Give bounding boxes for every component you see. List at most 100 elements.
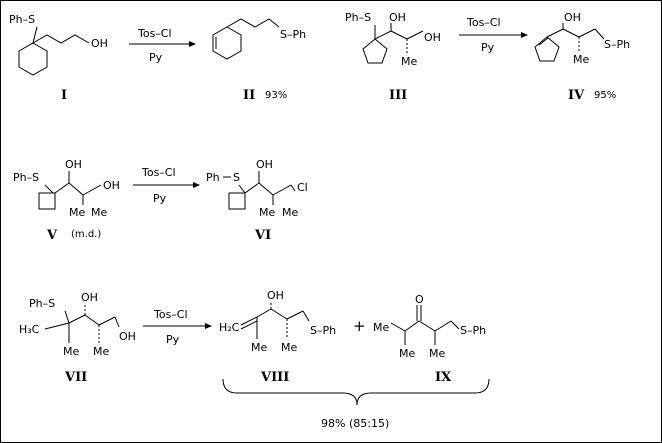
bond [272,184,292,196]
bond [578,28,596,38]
atom-label: S [233,171,240,184]
bond [290,184,296,192]
cyclopentane-ring [362,38,388,64]
compound-II: S–Ph II 93% [212,18,306,103]
compound-VII: Ph–S H₃C Me OH Me OH VII [19,291,136,385]
atom-label: Me [282,206,298,219]
atom-label: S–Ph [280,28,306,41]
double-bond [240,320,258,330]
bond [450,320,460,330]
atom-label: Me [93,345,109,358]
bond [406,30,424,40]
atom-label: Ph–S [29,297,55,310]
cyclohexane-ring [18,42,48,76]
double-bond [538,37,549,46]
atom-label: Cl [297,181,308,194]
bond [114,316,120,328]
bond [238,184,246,194]
atom-label: OH [119,330,136,343]
atom-label: OH [267,289,284,302]
compound-I: Ph–S OH I [9,13,108,103]
atom-label: Me [281,341,297,354]
compound-III: Ph–S OH Me OH III [345,11,441,103]
bond [270,308,288,320]
bond [374,30,392,40]
compound-VIII: H₂C Me OH Me S–Ph VIII [219,289,336,385]
atom-label: Me [259,206,275,219]
bond [390,30,408,40]
compound-label: VIII [260,370,289,385]
atom-label: OH [65,158,82,171]
atom-label: Me [251,341,267,354]
cyclopentene-ring [534,36,560,62]
bond [404,320,420,332]
propyl-chain [226,18,280,28]
bond [418,320,436,332]
atom-label: OH [81,291,98,304]
atom-label: Ph–S [13,171,39,184]
bond [286,310,304,320]
reaction-arrow: Tos–Cl Py [129,27,196,64]
compound-label: IV [568,88,585,103]
compound-IV: OH Me S–Ph IV 95% [534,11,630,103]
reaction-arrow: Tos–Cl Py [459,16,528,54]
bond [68,314,86,324]
bond [258,182,274,196]
bond [594,28,605,40]
bond [68,182,84,196]
atom-label: OH [424,31,441,44]
atom-label: Ph [206,171,220,184]
reagent-label: Tos–Cl [141,166,176,179]
reagent-label: Tos–Cl [153,308,188,321]
compound-label: VII [64,370,87,385]
note-label: (m.d.) [71,229,101,240]
compound-V: Ph–S OH Me Me OH V (m.d.) [13,158,120,243]
reaction-arrow: Tos–Cl Py [133,166,200,205]
bond [98,316,116,326]
compound-label: V [46,228,58,243]
compound-VI: Ph S OH Me Me Cl VI [206,158,308,243]
reaction-arrow: Tos–Cl Py [143,308,212,346]
propyl-chain [32,34,90,44]
atom-label: H₃C [19,323,40,336]
bond [256,308,272,318]
atom-label: Me [373,321,389,334]
atom-label: O [415,293,424,306]
bond [32,26,38,44]
plus-sign: + [353,317,366,335]
atom-label: OH [103,179,120,192]
arrow-head [205,323,212,329]
atom-label: OH [564,11,581,24]
combined-yield-label: 98% (85:15) [321,417,389,430]
bond [44,184,54,194]
atom-label: OH [91,37,108,50]
atom-label: Me [69,206,85,219]
bond [434,320,452,332]
reagent-label: Py [153,192,167,205]
cyclobutane-ring [228,192,246,210]
bond [54,182,70,194]
yield-label: 93% [265,90,287,101]
bond [562,28,580,38]
atom-label: Me [91,206,107,219]
atom-label: OH [256,158,273,171]
atom-label: S–Ph [604,38,630,51]
bond [546,28,564,38]
bond [82,184,102,196]
compound-label: I [61,88,67,103]
compound-label: VI [254,228,271,243]
atom-label: S–Ph [310,324,336,337]
arrow-head [189,41,196,47]
grouping-brace [222,378,490,406]
atom-label: S–Ph [460,324,486,337]
reagent-label: Py [166,333,180,346]
reagent-label: Py [149,51,163,64]
bond [44,322,70,330]
compound-label: II [243,88,255,103]
compound-label: IX [435,370,452,385]
bond [84,314,100,326]
cyclohexene-ring [212,26,242,60]
arrow-head [521,32,528,38]
